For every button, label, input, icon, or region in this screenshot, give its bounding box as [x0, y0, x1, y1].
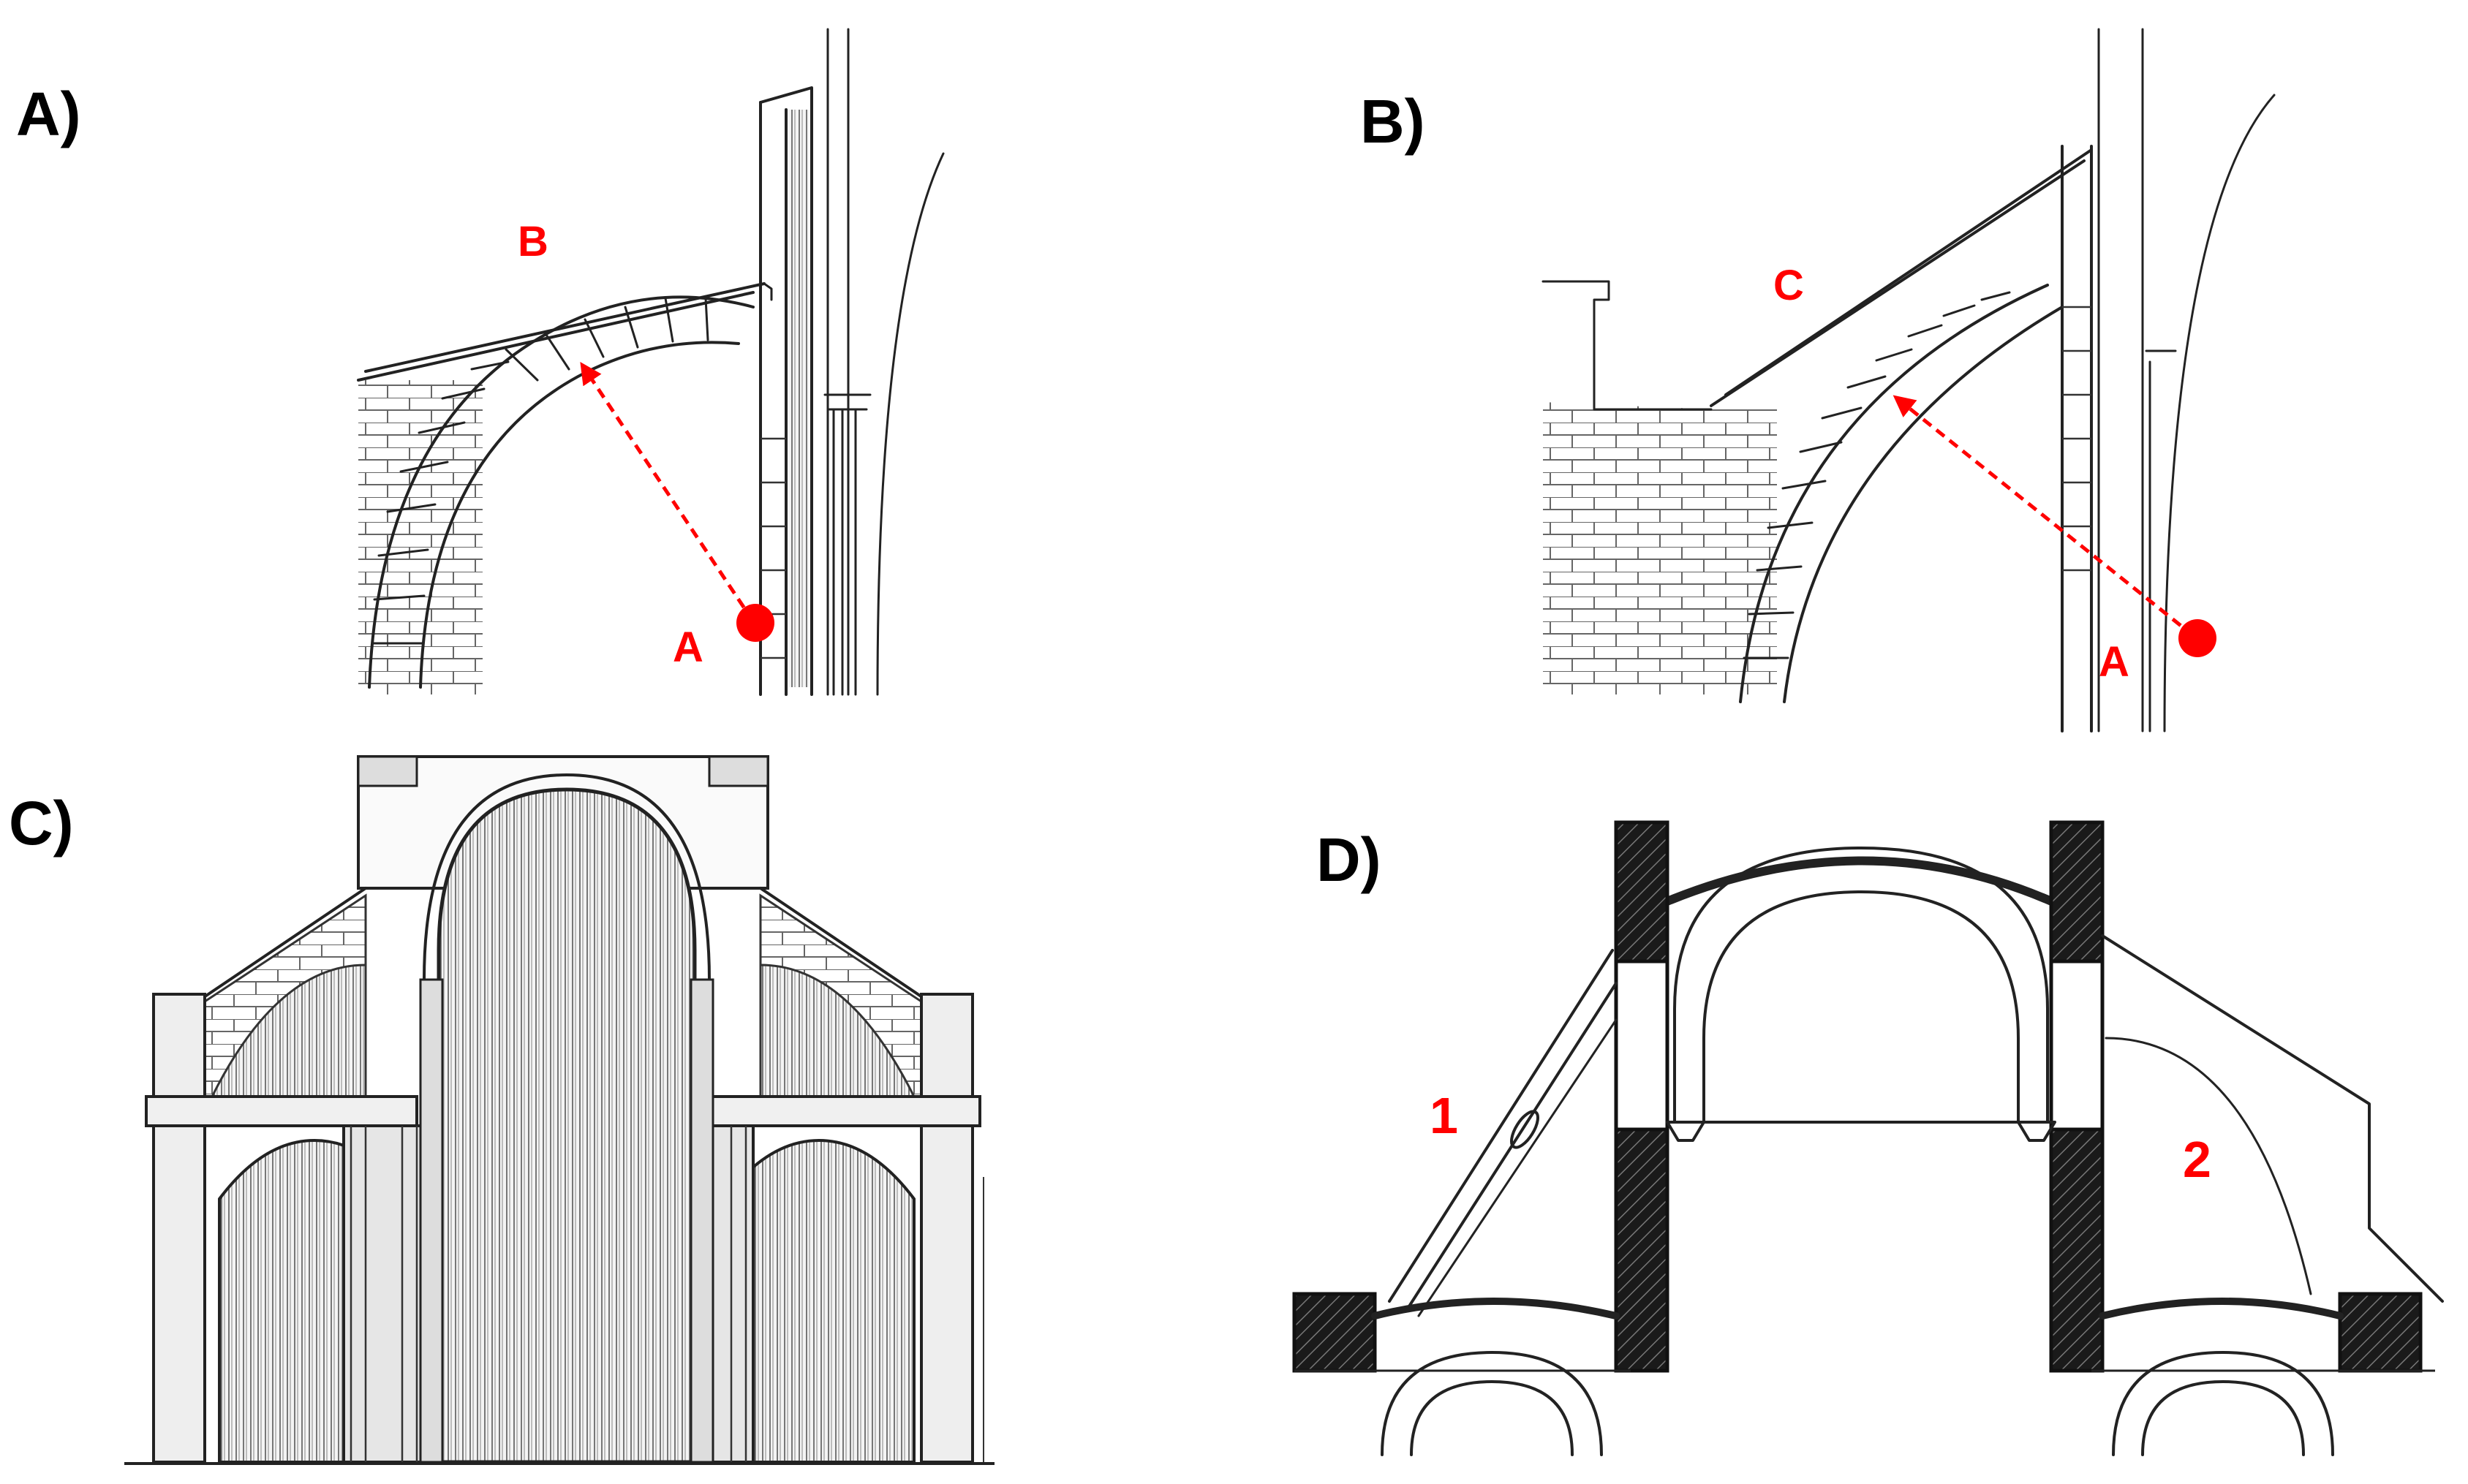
panel-a-vault-curve — [876, 152, 945, 696]
panel-d-main-vault — [1659, 856, 2059, 907]
panel-a-label-a: A — [673, 624, 703, 671]
panel-b-arch-inner — [1783, 306, 2064, 703]
panel-b-point-a — [2178, 619, 2216, 657]
panel-a-coping-lower — [357, 291, 755, 382]
panel-d-drawing: 1 2 — [1292, 820, 2444, 1456]
panel-c-nave-arch — [437, 787, 697, 1464]
panel-c-drawing — [124, 755, 995, 1465]
panel-a-label-b: B — [518, 218, 548, 265]
panel-d-letter: D) — [1316, 825, 1381, 894]
panel-c-letter: C) — [9, 789, 74, 858]
panel-d-label-2: 2 — [2183, 1131, 2211, 1188]
panel-a-point-a — [736, 604, 774, 642]
panel-b-arch-outer — [1739, 284, 2049, 703]
panel-b-thrust-arrow — [1892, 395, 2195, 637]
panel-b-label-c: C — [1773, 262, 1804, 309]
panel-a-arch-inner — [419, 341, 740, 689]
panel-a-voussoirs — [371, 297, 709, 645]
panel-b-vault-curve — [2163, 94, 2276, 732]
panel-a-capital — [823, 393, 872, 696]
panel-b-voussoirs — [1743, 291, 2011, 659]
panel-d-flying-buttress — [1388, 949, 1614, 1303]
panel-b-wall — [1543, 402, 1777, 694]
panel-b-drawing: A C — [1541, 28, 2276, 732]
panel-d-wall-buttress — [2101, 934, 2444, 1303]
panel-a-wall — [358, 380, 483, 694]
panel-d-label-1: 1 — [1430, 1087, 1458, 1144]
panel-b-label-a: A — [2099, 638, 2129, 686]
panel-b-coping — [1710, 159, 2086, 407]
panel-a-letter: A) — [16, 80, 81, 148]
panel-a-thrust-arrow — [580, 362, 755, 623]
panel-b-letter: B) — [1360, 87, 1425, 156]
panel-a-drawing: A B — [357, 28, 945, 696]
